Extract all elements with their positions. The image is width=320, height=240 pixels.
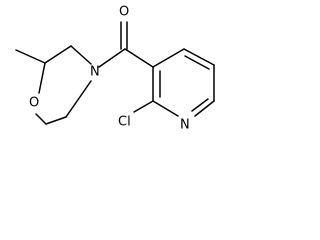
bond-n-c3 — [70, 45, 92, 65]
atom-n-pyridine: N — [180, 118, 190, 133]
bond-pyr-c6-n-inner — [191, 98, 209, 112]
atom-o-carbonyl: O — [119, 5, 129, 20]
atom-labels: O N O Cl N — [29, 5, 190, 133]
atom-cl: Cl — [118, 115, 131, 130]
bond-o-c6 — [35, 113, 47, 125]
bond-c5-n — [65, 80, 92, 118]
bond-c2-methyl — [15, 49, 46, 64]
bond-pyr-c4-c5-inner — [184, 55, 210, 70]
bond-c2-o — [38, 62, 46, 94]
bond-pyr-c4-c5 — [183, 48, 215, 66]
bond-pyr-c3-c4 — [152, 48, 185, 68]
bonds — [15, 21, 215, 125]
bond-carbonyl-ring — [124, 48, 154, 68]
bond-pyr-n-c2 — [152, 100, 179, 117]
atom-n-morpholine: N — [90, 65, 100, 80]
bond-c2-cl — [133, 100, 154, 113]
bond-c6-c5 — [45, 116, 67, 125]
bond-n-carbonyl — [98, 48, 126, 68]
bond-c3-c2 — [44, 45, 72, 64]
atom-o-morpholine: O — [29, 96, 39, 111]
bond-pyr-c6-n — [194, 100, 215, 117]
molecule-structure: O N O Cl N — [15, 5, 215, 133]
